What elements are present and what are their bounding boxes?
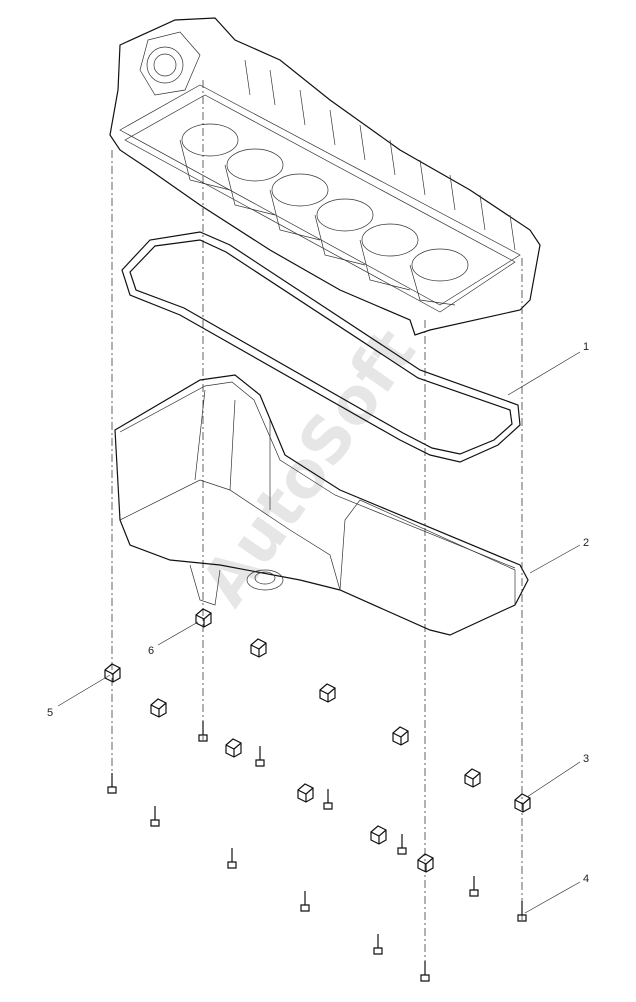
callout-5: 5 (47, 707, 53, 719)
clip-icon (250, 638, 267, 658)
bolt-icon (397, 834, 407, 855)
bolt-icon (373, 934, 383, 955)
clips-group (104, 608, 531, 873)
bolt-icon (107, 773, 117, 794)
clip-icon (417, 853, 434, 873)
engine-block-icon (109, 17, 541, 336)
clip-icon (104, 663, 121, 683)
bolts-group (107, 721, 527, 982)
callout-6: 6 (148, 645, 154, 657)
bolt-icon (517, 901, 527, 922)
callout-1: 1 (583, 341, 589, 353)
clip-icon (225, 738, 242, 758)
oil-pan-icon (114, 374, 529, 636)
bolt-icon (300, 891, 310, 912)
clip-icon (514, 793, 531, 813)
clip-icon (319, 683, 336, 703)
bolt-icon (150, 806, 160, 827)
clip-icon (150, 698, 167, 718)
assembly-guide-lines (111, 80, 523, 975)
clip-icon (464, 768, 481, 788)
bolt-icon (323, 789, 333, 810)
bolt-icon (420, 961, 430, 982)
clip-icon (392, 726, 409, 746)
clip-icon (297, 783, 314, 803)
clip-icon (370, 825, 387, 845)
callout-2: 2 (583, 537, 589, 549)
clip-icon (195, 608, 212, 628)
bolt-icon (469, 876, 479, 897)
bolt-icon (227, 848, 237, 869)
gasket-icon (121, 231, 521, 463)
bolt-icon (255, 746, 265, 767)
bolt-icon (198, 721, 208, 742)
callout-4: 4 (583, 873, 589, 885)
callout-3: 3 (583, 753, 589, 765)
watermark: AutoSoft (187, 316, 430, 619)
callouts: 1 2 3 4 5 6 (47, 341, 589, 914)
